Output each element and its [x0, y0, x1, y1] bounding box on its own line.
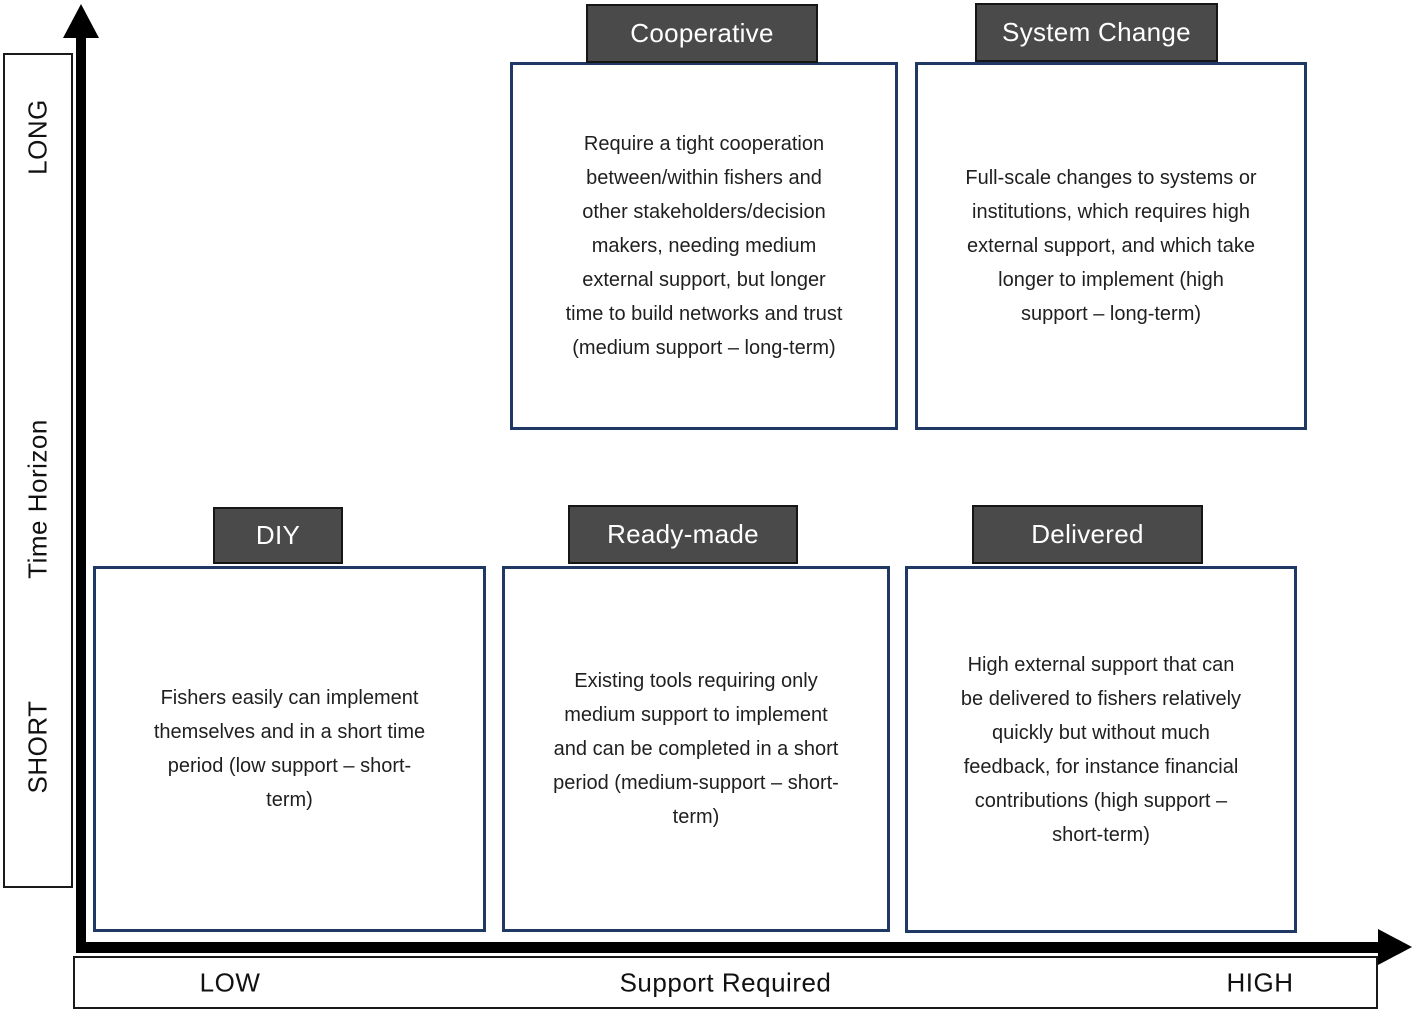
quadrant-tab-label: System Change [1002, 17, 1191, 47]
quadrant-tab-delivered: Delivered [972, 505, 1203, 564]
quadrant-description: Existing tools requiring only medium sup… [553, 670, 839, 828]
quadrant-tab-label: Cooperative [630, 18, 774, 48]
y-axis-bottom-label: SHORT [22, 700, 53, 794]
quadrant-description: Fishers easily can implement themselves … [153, 687, 426, 811]
quadrant-box-diy: Fishers easily can implement themselves … [93, 566, 486, 932]
quadrant-tab-label: Delivered [1031, 519, 1144, 549]
y-axis-title: Time Horizon [22, 419, 53, 579]
quadrant-description: Full-scale changes to systems or institu… [965, 167, 1257, 325]
x-axis-arrowhead-icon [1378, 929, 1412, 965]
y-axis-label-box: LONG Time Horizon SHORT [3, 53, 73, 888]
quadrant-tab-diy: DIY [213, 507, 343, 564]
quadrant-tab-cooperative: Cooperative [586, 4, 818, 63]
quadrant-description: High external support that can be delive… [960, 653, 1242, 846]
y-axis-top-label: LONG [22, 99, 53, 175]
quadrant-box-delivered: High external support that can be delive… [905, 566, 1297, 933]
y-axis-line [76, 30, 86, 953]
quadrant-box-ready-made: Existing tools requiring only medium sup… [502, 566, 890, 932]
x-axis-line [76, 942, 1380, 953]
quadrant-box-system-change: Full-scale changes to systems or institu… [915, 62, 1307, 430]
quadrant-description: Require a tight cooperation between/with… [565, 133, 843, 359]
quadrant-tab-ready-made: Ready-made [568, 505, 798, 564]
quadrant-tab-label: DIY [255, 520, 301, 550]
quadrant-tab-label: Ready-made [607, 519, 759, 549]
quadrant-box-cooperative: Require a tight cooperation between/with… [510, 62, 898, 430]
quadrant-tab-system-change: System Change [975, 3, 1218, 62]
x-axis-label-box: LOW Support Required HIGH [73, 956, 1378, 1009]
y-axis-arrowhead-icon [63, 4, 99, 38]
x-axis-title: Support Required [619, 967, 832, 997]
x-axis-left-label: LOW [199, 967, 261, 997]
x-axis-right-label: HIGH [1226, 967, 1294, 997]
